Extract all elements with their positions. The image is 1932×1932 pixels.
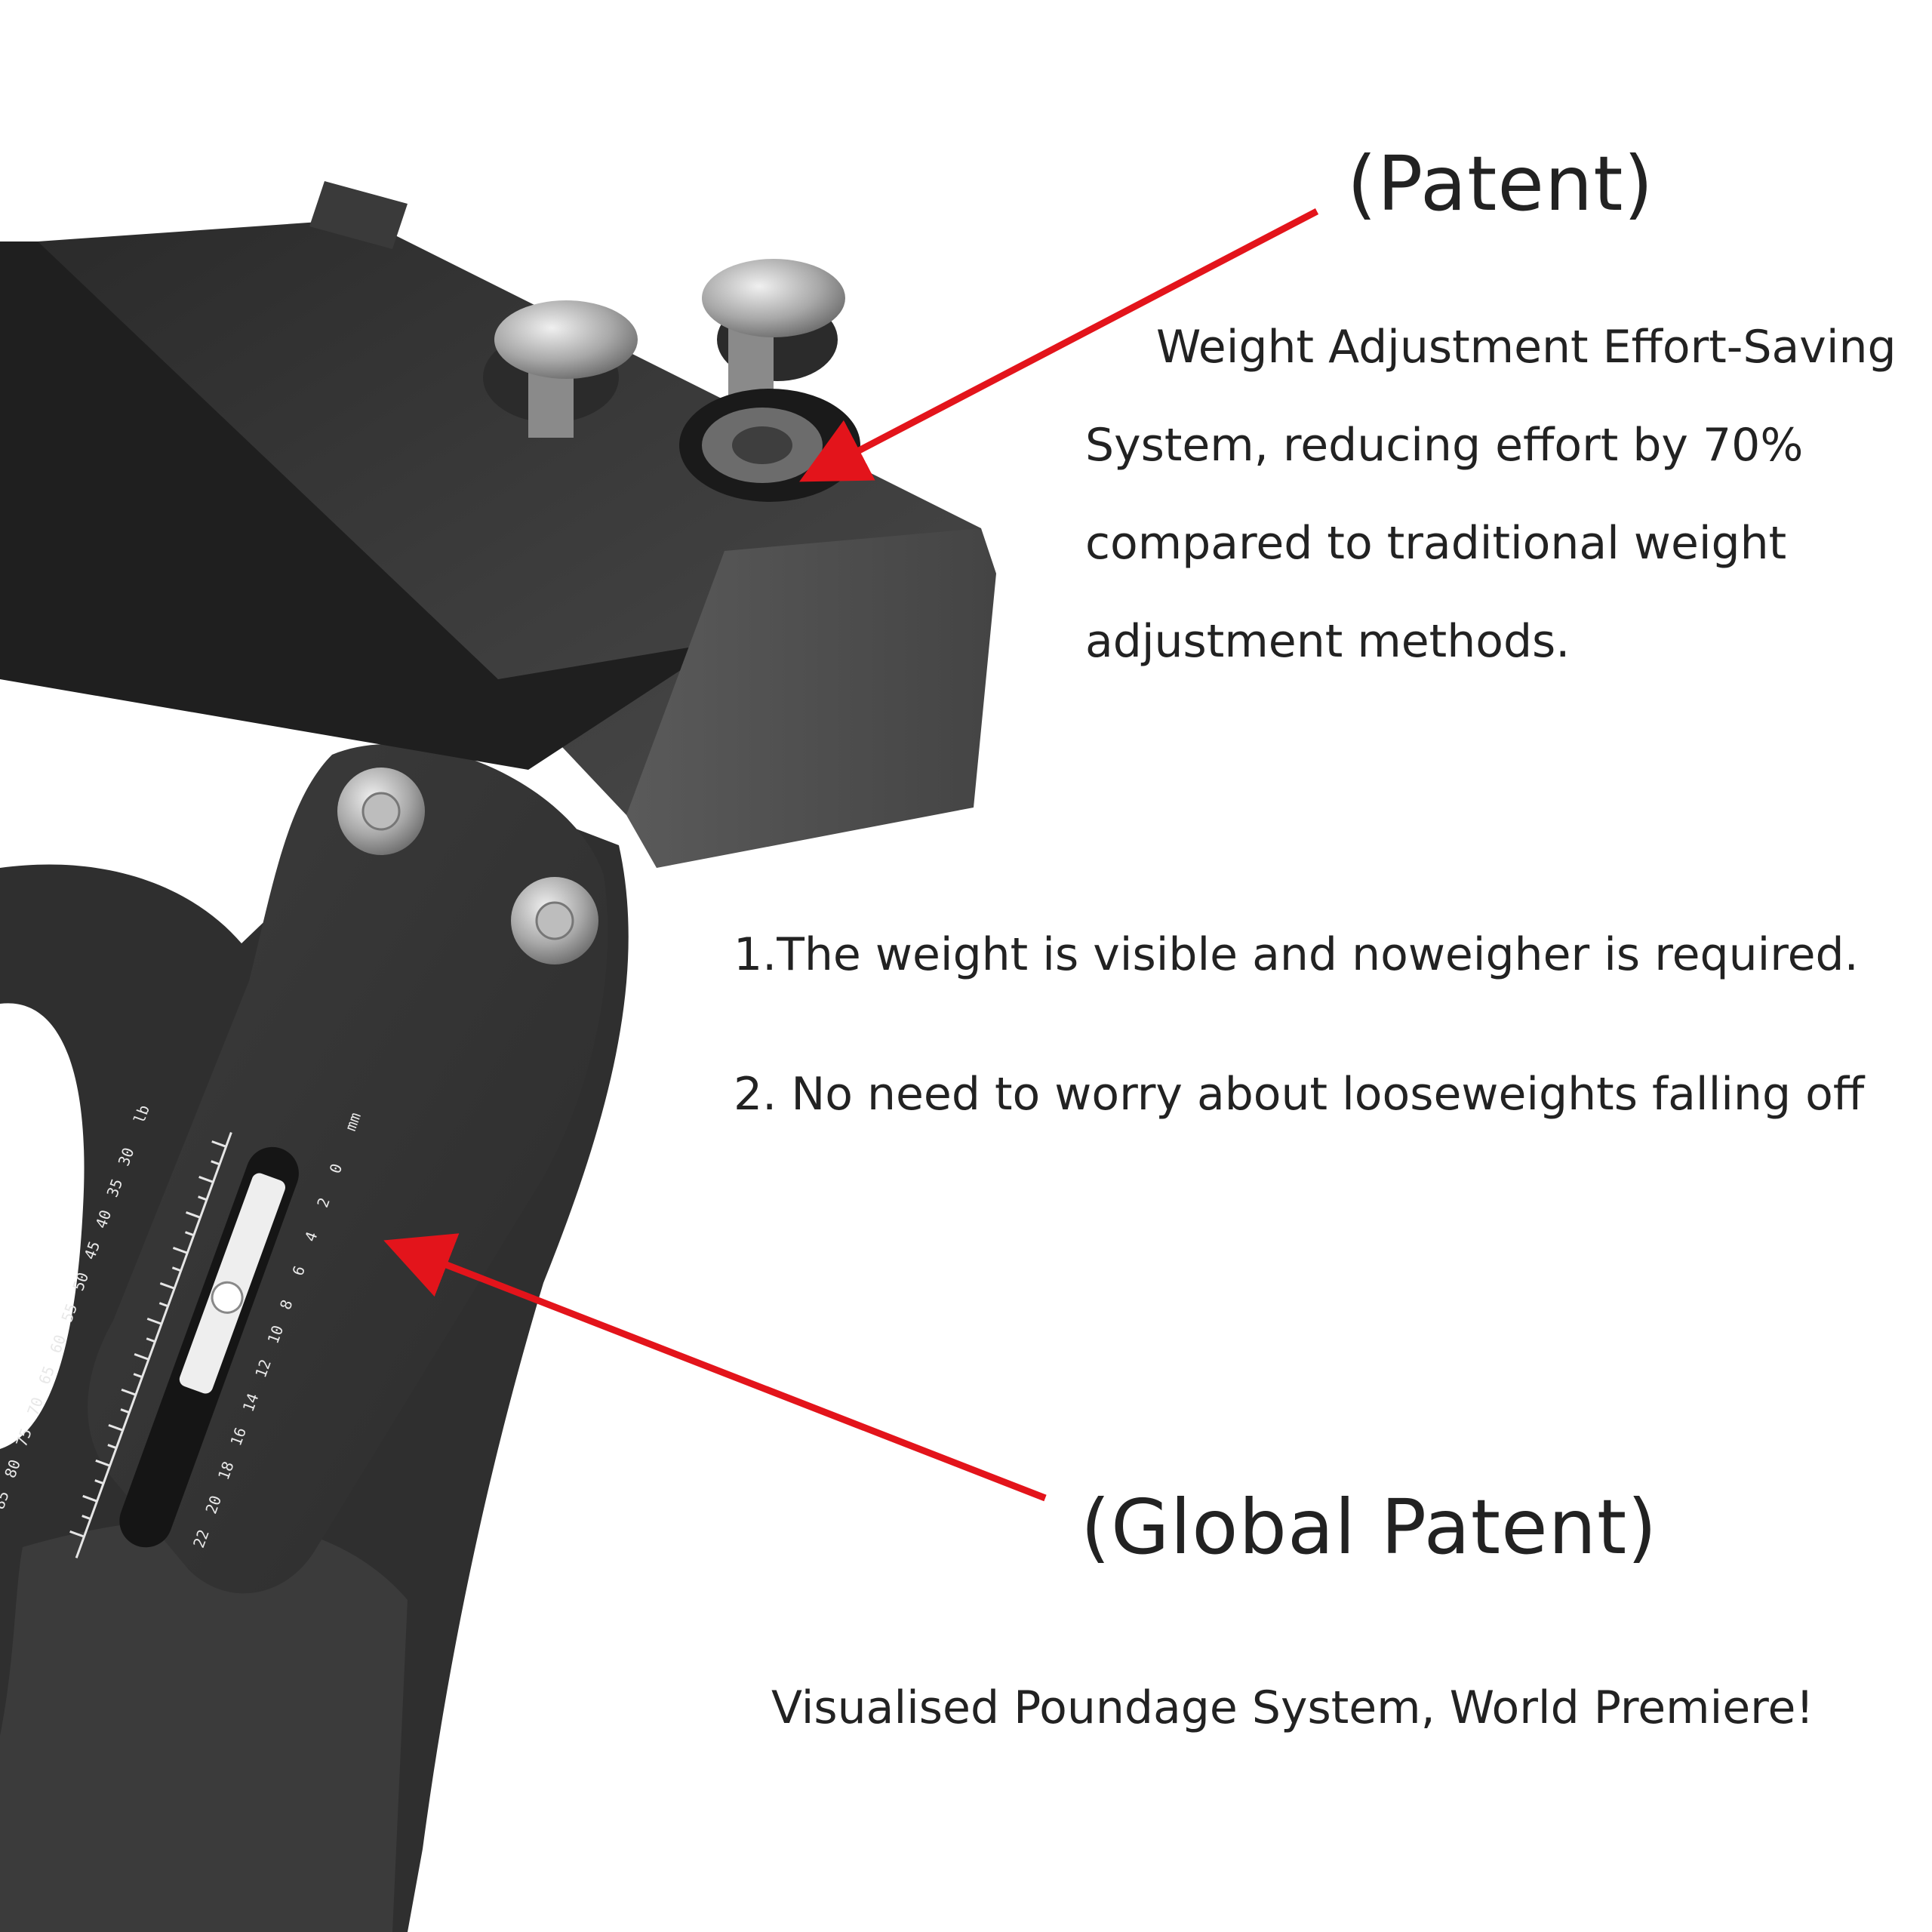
pivot-bolt-upper	[337, 768, 425, 855]
pivot-bolt-lower	[511, 877, 598, 964]
patent-desc-line-2: System, reducing effort by 70%	[1085, 419, 1804, 472]
patent-desc-line-4: adjustment methods.	[1085, 615, 1571, 668]
global-patent-title: (Global Patent)	[1081, 1483, 1658, 1571]
patent-desc-line-3: compared to traditional weight	[1085, 517, 1787, 570]
feature-2-text: 2. No need to worry about looseweights f…	[734, 1068, 1865, 1121]
top-notch	[309, 181, 408, 249]
patent-arrow	[799, 208, 1319, 482]
tagline-text: Visualised Poundage System, World Premie…	[771, 1681, 1814, 1734]
grip-highlight	[0, 1518, 408, 1932]
screw-left	[483, 300, 638, 438]
patent-title: (Patent)	[1347, 140, 1654, 228]
scale-ticks	[69, 1132, 232, 1558]
top-block-side	[626, 528, 996, 868]
global-patent-arrow	[383, 1233, 1047, 1502]
top-block-face	[0, 242, 724, 770]
adjustment-gear	[679, 389, 860, 502]
weight-scale	[119, 1146, 299, 1548]
patent-desc-line-1: Weight Adjustment Effort-Saving	[1156, 321, 1897, 374]
grip-cutout	[0, 1003, 85, 1449]
feature-1-text: 1.The weight is visible and noweigher is…	[734, 928, 1859, 981]
